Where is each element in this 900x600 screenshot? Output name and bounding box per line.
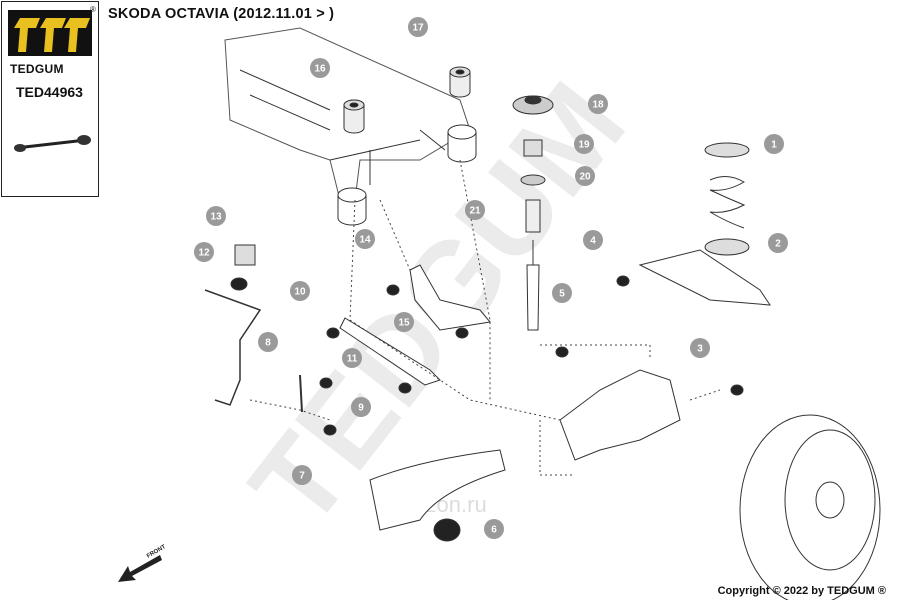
callout-14: 14: [355, 229, 375, 249]
callout-badge-circle: [690, 338, 710, 358]
callout-11: 11: [342, 348, 362, 368]
callout-badge-circle: [206, 206, 226, 226]
callout-number: 13: [210, 212, 222, 223]
callout-number: 14: [359, 235, 371, 246]
callout-number: 11: [347, 354, 358, 365]
callout-badge-circle: [258, 332, 278, 352]
callout-badge-circle: [394, 312, 414, 332]
callout-badge-circle: [290, 281, 310, 301]
callout-number: 8: [265, 338, 271, 349]
registered-mark: ®: [90, 5, 96, 14]
part-thumbnail: [14, 135, 91, 152]
callout-number: 12: [198, 248, 210, 259]
callout-number: 17: [412, 23, 424, 34]
callout-3: 3: [690, 338, 710, 358]
callout-2: 2: [768, 233, 788, 253]
callout-18: 18: [588, 94, 608, 114]
callout-number: 20: [579, 172, 591, 183]
callout-badge-circle: [342, 348, 362, 368]
callout-number: 2: [775, 239, 781, 250]
callout-badge-circle: [575, 166, 595, 186]
callout-badge-circle: [764, 134, 784, 154]
callout-9: 9: [351, 397, 371, 417]
callout-badge-circle: [484, 519, 504, 539]
callout-badge-circle: [552, 283, 572, 303]
callout-badge-circle: [768, 233, 788, 253]
callout-8: 8: [258, 332, 278, 352]
callout-1: 1: [764, 134, 784, 154]
callout-number: 4: [590, 236, 596, 247]
callout-badge-circle: [408, 17, 428, 37]
callout-number: 15: [398, 318, 410, 329]
callout-number: 16: [314, 64, 326, 75]
callout-badge-circle: [583, 230, 603, 250]
parts-linework: [204, 27, 881, 600]
callout-badge-circle: [310, 58, 330, 78]
callout-number: 6: [491, 525, 497, 536]
front-arrow-icon: FRONT: [118, 544, 167, 582]
callout-number: 9: [358, 403, 364, 414]
callout-5: 5: [552, 283, 572, 303]
callout-badge-circle: [292, 465, 312, 485]
callout-number: 3: [697, 344, 703, 355]
callout-4: 4: [583, 230, 603, 250]
callout-number: 5: [559, 289, 565, 300]
callout-17: 17: [408, 17, 428, 37]
page-title: SKODA OCTAVIA (2012.11.01 > ): [108, 6, 335, 22]
callout-6: 6: [484, 519, 504, 539]
callout-number: 10: [294, 287, 306, 298]
callout-badge-circle: [351, 397, 371, 417]
copyright-text: Copyright © 2022 by TEDGUM ®: [717, 585, 886, 597]
part-code: TED44963: [16, 84, 83, 100]
brand-logo-panel: ® TEDGUM TED44963: [1, 1, 99, 197]
callout-20: 20: [575, 166, 595, 186]
callout-number: 18: [592, 100, 604, 111]
callout-16: 16: [310, 58, 330, 78]
callout-13: 13: [206, 206, 226, 226]
callout-number: 1: [771, 140, 777, 151]
callout-badge-circle: [465, 200, 485, 220]
callout-21: 21: [465, 200, 485, 220]
callout-12: 12: [194, 242, 214, 262]
callout-19: 19: [574, 134, 594, 154]
callout-badge-circle: [574, 134, 594, 154]
callout-badge-circle: [588, 94, 608, 114]
brand-logo-icon: [8, 10, 92, 56]
callout-15: 15: [394, 312, 414, 332]
callout-7: 7: [292, 465, 312, 485]
callout-number: 7: [299, 471, 305, 482]
callout-number: 21: [469, 206, 481, 217]
brand-name: TEDGUM: [10, 62, 64, 76]
callout-badge-circle: [194, 242, 214, 262]
callout-10: 10: [290, 281, 310, 301]
callout-number: 19: [578, 140, 590, 151]
callout-badge-circle: [355, 229, 375, 249]
